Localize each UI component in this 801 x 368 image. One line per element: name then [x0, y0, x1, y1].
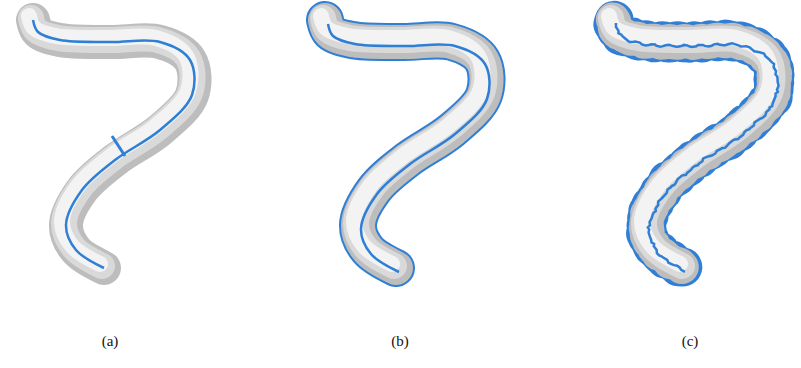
subfigure-label: (b): [391, 333, 409, 350]
panel-b: [321, 16, 490, 272]
tube-highlight: [29, 16, 191, 264]
inner-curve: [616, 23, 779, 272]
subfigure-label: (a): [102, 333, 119, 350]
panel-a: [29, 16, 195, 268]
panel-c: [609, 16, 779, 272]
inner-curve: [328, 24, 490, 272]
cross-section-cut: [112, 136, 125, 156]
centerline-curve: [33, 20, 195, 268]
tube-highlight: [321, 16, 483, 264]
tube-highlight: [609, 16, 771, 264]
subfigure-label: (c): [682, 333, 699, 350]
